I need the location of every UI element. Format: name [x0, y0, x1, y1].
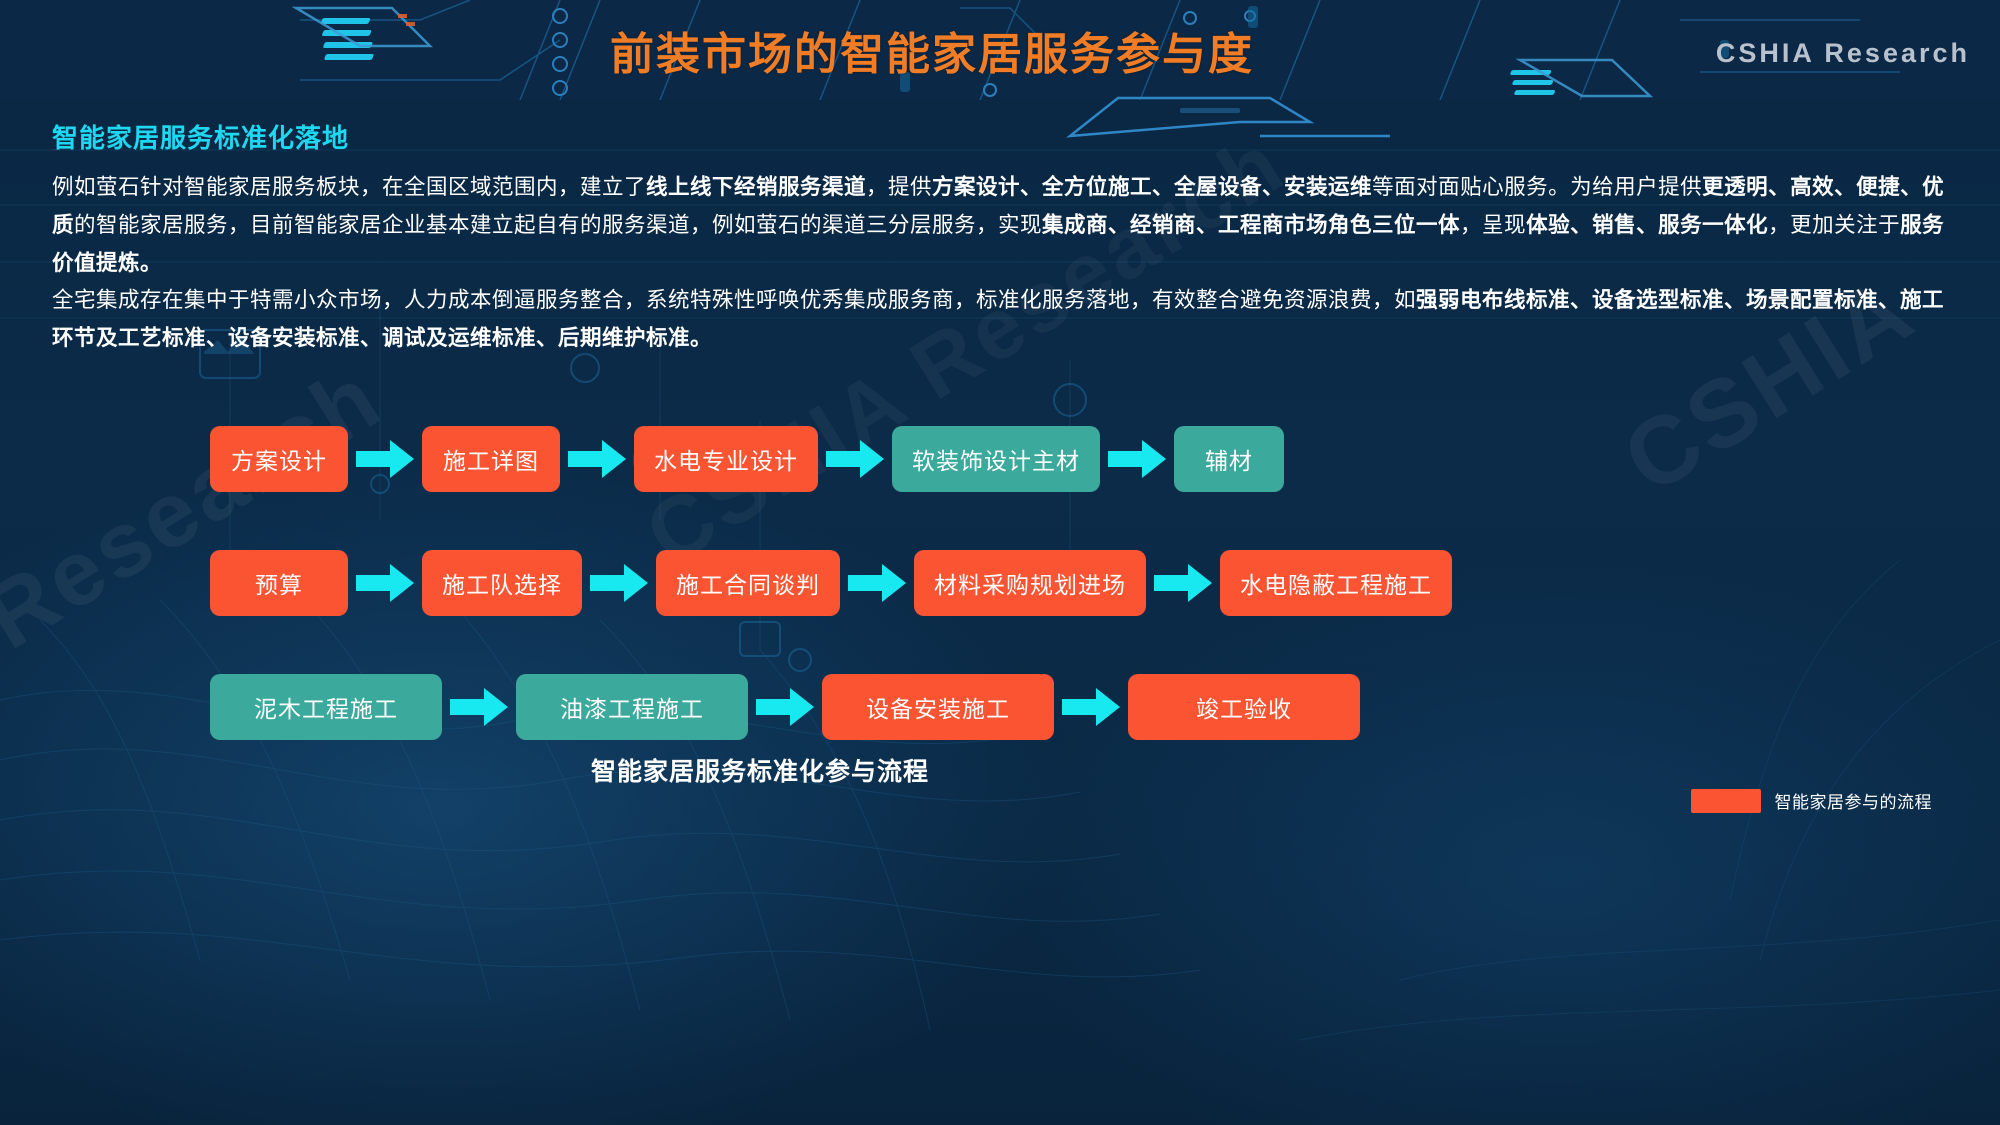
p1-bold-1: 线上线下经销服务渠道	[646, 175, 867, 199]
flow-row-3: 泥木工程施工 油漆工程施工 设备安装施工 竣工验收	[0, 674, 2000, 740]
p1-bold-2: 方案设计、全方位施工、全屋设备、安装运维	[932, 175, 1373, 199]
arrow-right-icon	[1060, 674, 1122, 740]
flow-node-label: 施工详图	[443, 448, 539, 474]
body-paragraph-2: 全宅集成存在集中于特需小众市场，人力成本倒逼服务整合，系统特殊性呼唤优秀集成服务…	[52, 281, 1952, 357]
p1-bold-3: 更透明、高效、便捷、优质	[52, 175, 1945, 237]
header-accent-chevrons	[1065, 96, 1390, 138]
flow-row-2: 预算 施工队选择 施工合同谈判 材料采购规划进场 水电隐蔽工程施工	[0, 550, 2000, 616]
flow-node[interactable]: 施工队选择	[422, 550, 582, 616]
flow-node[interactable]: 竣工验收	[1128, 674, 1360, 740]
p1-bold-5: 体验、销售、服务一体化	[1526, 213, 1769, 237]
legend-label: 智能家居参与的流程	[1774, 793, 1932, 812]
flow-node-label: 油漆工程施工	[560, 696, 704, 722]
arrow-right-icon	[824, 426, 886, 492]
p1-text-6: ，更加关注于	[1768, 213, 1901, 237]
p1-text-4: 的智能家居服务，目前智能家居企业基本建立起自有的服务渠道，例如萤石的渠道三分层服…	[74, 213, 1043, 237]
flow-node[interactable]: 施工详图	[422, 426, 560, 492]
arrow-right-icon	[354, 426, 416, 492]
flow-node[interactable]: 油漆工程施工	[516, 674, 748, 740]
header-circuit-decoration	[0, 0, 2000, 100]
p1-bold-6: 服务价值提炼。	[52, 213, 1945, 275]
arrow-right-icon	[354, 550, 416, 616]
arrow-right-icon	[754, 674, 816, 740]
flow-node-label: 方案设计	[231, 448, 327, 474]
flow-node-label: 辅材	[1205, 448, 1253, 474]
diagram-caption: 智能家居服务标准化参与流程	[590, 758, 929, 786]
flow-node[interactable]: 水电隐蔽工程施工	[1220, 550, 1452, 616]
flow-node[interactable]: 预算	[210, 550, 348, 616]
flow-node-label: 水电隐蔽工程施工	[1240, 572, 1432, 598]
p1-text-3: 等面对面贴心服务。为给用户提供	[1372, 175, 1703, 199]
flow-node-label: 施工队选择	[442, 572, 562, 598]
arrow-right-icon	[1152, 550, 1214, 616]
legend-color-swatch	[1690, 788, 1761, 813]
body-paragraph-1: 例如萤石针对智能家居服务板块，在全国区域范围内，建立了线上线下经销服务渠道，提供…	[52, 168, 1952, 282]
flow-node[interactable]: 施工合同谈判	[656, 550, 840, 616]
flow-node[interactable]: 设备安装施工	[822, 674, 1054, 740]
p1-text-2: ，提供	[866, 175, 933, 199]
arrow-right-icon	[1106, 426, 1168, 492]
p2-bold-1: 强弱电布线标准、设备选型标准、场景配置标准、施工环节及工艺标准、设备安装标准、调…	[52, 288, 1945, 350]
arrow-right-icon	[846, 550, 908, 616]
flow-node-label: 泥木工程施工	[254, 696, 398, 722]
flow-node[interactable]: 材料采购规划进场	[914, 550, 1146, 616]
arrow-right-icon	[588, 550, 650, 616]
slide-header: 前装市场的智能家居服务参与度 CSHIA Research	[0, 0, 2000, 100]
arrow-right-icon	[566, 426, 628, 492]
flow-node[interactable]: 水电专业设计	[634, 426, 818, 492]
arrow-right-icon	[448, 674, 510, 740]
flow-row-1: 方案设计 施工详图 水电专业设计 软装饰设计主材 辅材	[0, 426, 2000, 492]
legend: 智能家居参与的流程	[1690, 788, 1933, 813]
page-title: 前装市场的智能家居服务参与度	[610, 30, 1254, 79]
flow-node-label: 施工合同谈判	[676, 572, 820, 598]
flow-node-label: 设备安装施工	[866, 696, 1010, 722]
flow-node-label: 软装饰设计主材	[912, 448, 1080, 474]
p1-bold-4: 集成商、经销商、工程商市场角色三位一体	[1042, 213, 1461, 237]
flow-node[interactable]: 辅材	[1174, 426, 1284, 492]
flow-node-label: 材料采购规划进场	[934, 572, 1126, 598]
process-flow-diagram: 方案设计 施工详图 水电专业设计 软装饰设计主材 辅材 预算 施工队选择 施工合同谈判 材料采…	[0, 418, 2000, 740]
flow-node[interactable]: 泥木工程施工	[210, 674, 442, 740]
p1-text-1: 例如萤石针对智能家居服务板块，在全国区域范围内，建立了	[52, 175, 647, 199]
flow-node[interactable]: 方案设计	[210, 426, 348, 492]
flow-node-label: 竣工验收	[1196, 696, 1292, 722]
flow-node[interactable]: 软装饰设计主材	[892, 426, 1100, 492]
flow-node-label: 预算	[255, 572, 303, 598]
section-subtitle: 智能家居服务标准化落地	[52, 123, 350, 153]
flow-node-label: 水电专业设计	[654, 448, 798, 474]
p2-text-1: 全宅集成存在集中于特需小众市场，人力成本倒逼服务整合，系统特殊性呼唤优秀集成服务…	[52, 288, 1417, 312]
brand-logo-text: CSHIA Research	[1715, 38, 1970, 68]
p1-text-5: ，呈现	[1460, 213, 1527, 237]
